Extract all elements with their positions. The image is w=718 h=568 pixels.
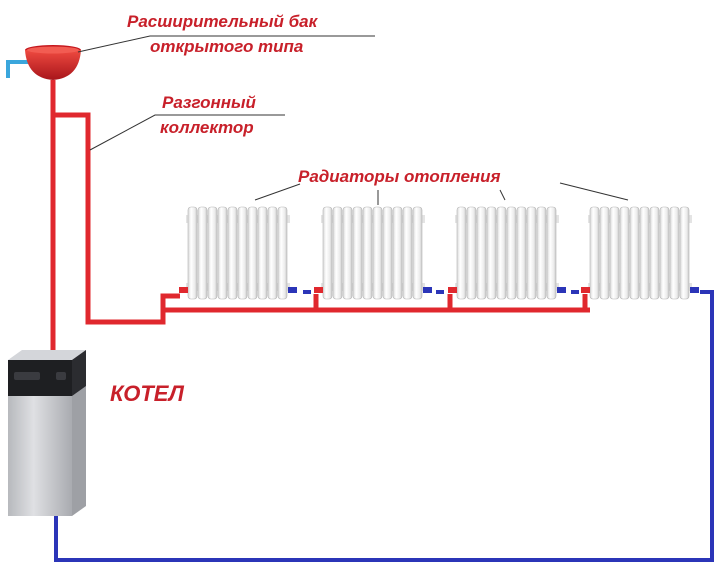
radiator-icon <box>448 206 566 300</box>
radiator-icon <box>314 206 432 300</box>
boiler-icon <box>8 350 86 516</box>
supply-radiator-taps <box>313 294 588 310</box>
radiators-group <box>179 206 699 300</box>
expansion-tank-label-line1: Расширительный бак <box>127 12 318 31</box>
collector-label-line2: коллектор <box>160 118 254 137</box>
radiators-label: Радиаторы отопления <box>298 167 501 186</box>
cold-water-pipe <box>6 60 30 78</box>
boiler-label: КОТЕЛ <box>110 381 184 406</box>
collector-label-line1: Разгонный <box>162 93 256 112</box>
return-pipe <box>54 290 714 562</box>
radiator-icon <box>581 206 699 300</box>
leader-lines <box>77 35 629 205</box>
expansion-tank-icon <box>25 45 81 80</box>
radiator-icon <box>179 206 297 300</box>
expansion-tank-label-line2: открытого типа <box>150 37 304 56</box>
accelerating-collector-pipe <box>53 112 180 325</box>
